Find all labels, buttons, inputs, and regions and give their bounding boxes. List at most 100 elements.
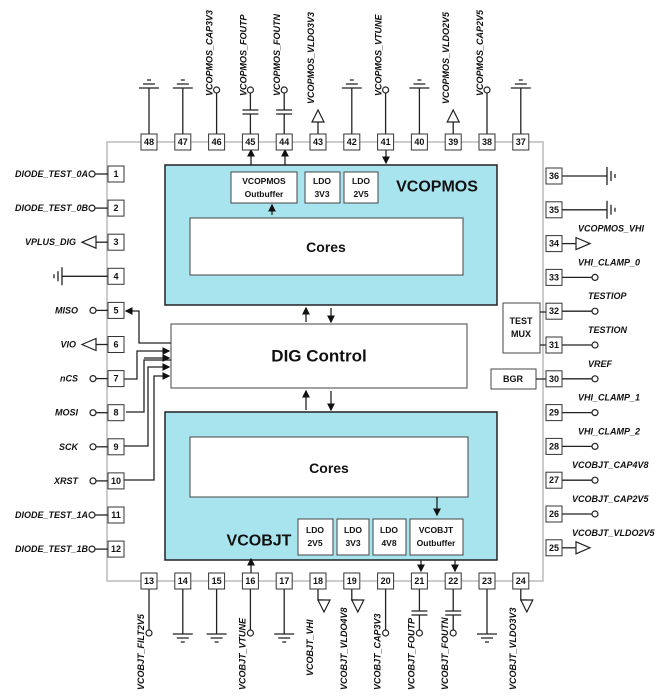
vcobjt-cores (189, 436, 469, 498)
vcopmos-cores-label: Cores (306, 239, 346, 255)
pin-number: 28 (549, 441, 559, 451)
ldo-label: 4V8 (381, 538, 396, 548)
capacitor-icon (276, 86, 293, 134)
supply-triangle-icon (562, 236, 592, 251)
pin-number: 16 (245, 576, 255, 586)
terminal-circle-icon (562, 341, 599, 349)
ground-icon (477, 589, 497, 643)
vcopmos-ldo3v3 (304, 171, 341, 204)
pin-number: 38 (482, 137, 492, 147)
pin-label: VCOPMOS_VHI (578, 224, 645, 234)
pin-label: VCOPMOS_CAP2V5 (475, 9, 485, 96)
pin-33[interactable]: VHI_CLAMP_033 (545, 257, 640, 286)
pin-box (545, 404, 563, 422)
pin-label: VCOBJT_VTUNE (237, 617, 247, 690)
pin-box (545, 471, 563, 489)
pin-label: DIODE_TEST_1A (15, 510, 88, 520)
pin-17[interactable]: 17 (274, 572, 295, 643)
supply-triangle-icon (519, 589, 534, 614)
vcobjt-block: Cores VCOBJT LDO 2V5 LDO 3V3 LDO 4V8 VCO… (164, 411, 498, 561)
pin-35[interactable]: 35 (545, 200, 616, 219)
ground-icon (172, 589, 193, 643)
pin-number: 48 (144, 137, 154, 147)
pin-15[interactable]: 15 (206, 572, 227, 643)
terminal-circle-icon (89, 306, 108, 314)
pin-48[interactable]: 48 (139, 79, 159, 151)
pin-number: 23 (482, 576, 492, 586)
vcobjt-title: VCOBJT (227, 533, 292, 550)
terminal-circle-icon (89, 443, 108, 451)
pin-label: VCOPMOS_VTUNE (374, 13, 384, 96)
ldo-label: LDO (306, 525, 324, 535)
pin-42[interactable]: 42 (341, 79, 362, 151)
pin-47[interactable]: 47 (172, 79, 193, 151)
dig-control-label: DIG Control (271, 347, 366, 366)
pin-23[interactable]: 23 (477, 572, 497, 643)
pin-number: 35 (549, 205, 559, 215)
pin-36[interactable]: 36 (545, 167, 616, 185)
pin-38[interactable]: VCOPMOS_CAP2V5 38 (475, 9, 496, 151)
pin-28[interactable]: VHI_CLAMP_228 (545, 426, 640, 455)
pin-14[interactable]: 14 (172, 572, 193, 643)
pin-label: VCOBJT_VLDO3V3 (508, 607, 518, 690)
pin-16[interactable]: VCOBJT_VTUNE 16 (237, 572, 259, 690)
supply-triangle-icon (562, 540, 592, 555)
pin-4[interactable]: 4 (53, 267, 125, 286)
pin-29[interactable]: VHI_CLAMP_129 (545, 393, 640, 422)
pin-number: 19 (347, 576, 357, 586)
pin-box (309, 133, 327, 151)
pin-number: 42 (347, 137, 357, 147)
supply-triangle-icon (317, 589, 331, 614)
pin-box (444, 133, 462, 151)
pin-number: 10 (111, 476, 121, 486)
vcopmos-block: Cores VCOPMOS VCOPMOS Outbuffer LDO 3V3 … (164, 164, 498, 306)
terminal-circle-icon (562, 307, 599, 315)
pin-number: 29 (549, 408, 559, 418)
pin-number: 15 (212, 576, 222, 586)
ldo-label: 3V3 (314, 189, 329, 199)
capacitor-icon (445, 589, 462, 637)
pin-box (309, 572, 327, 590)
pin-40[interactable]: 40 (409, 79, 430, 151)
pin-box (140, 572, 158, 590)
pin-box (107, 199, 125, 217)
pin-37[interactable]: 37 (510, 79, 531, 151)
pin-number: 36 (549, 171, 559, 181)
pin-box (107, 472, 125, 490)
pin-number: 20 (381, 576, 391, 586)
pin-number: 1 (113, 169, 118, 179)
test-mux-label: MUX (511, 329, 531, 339)
pin-number: 14 (178, 576, 188, 586)
